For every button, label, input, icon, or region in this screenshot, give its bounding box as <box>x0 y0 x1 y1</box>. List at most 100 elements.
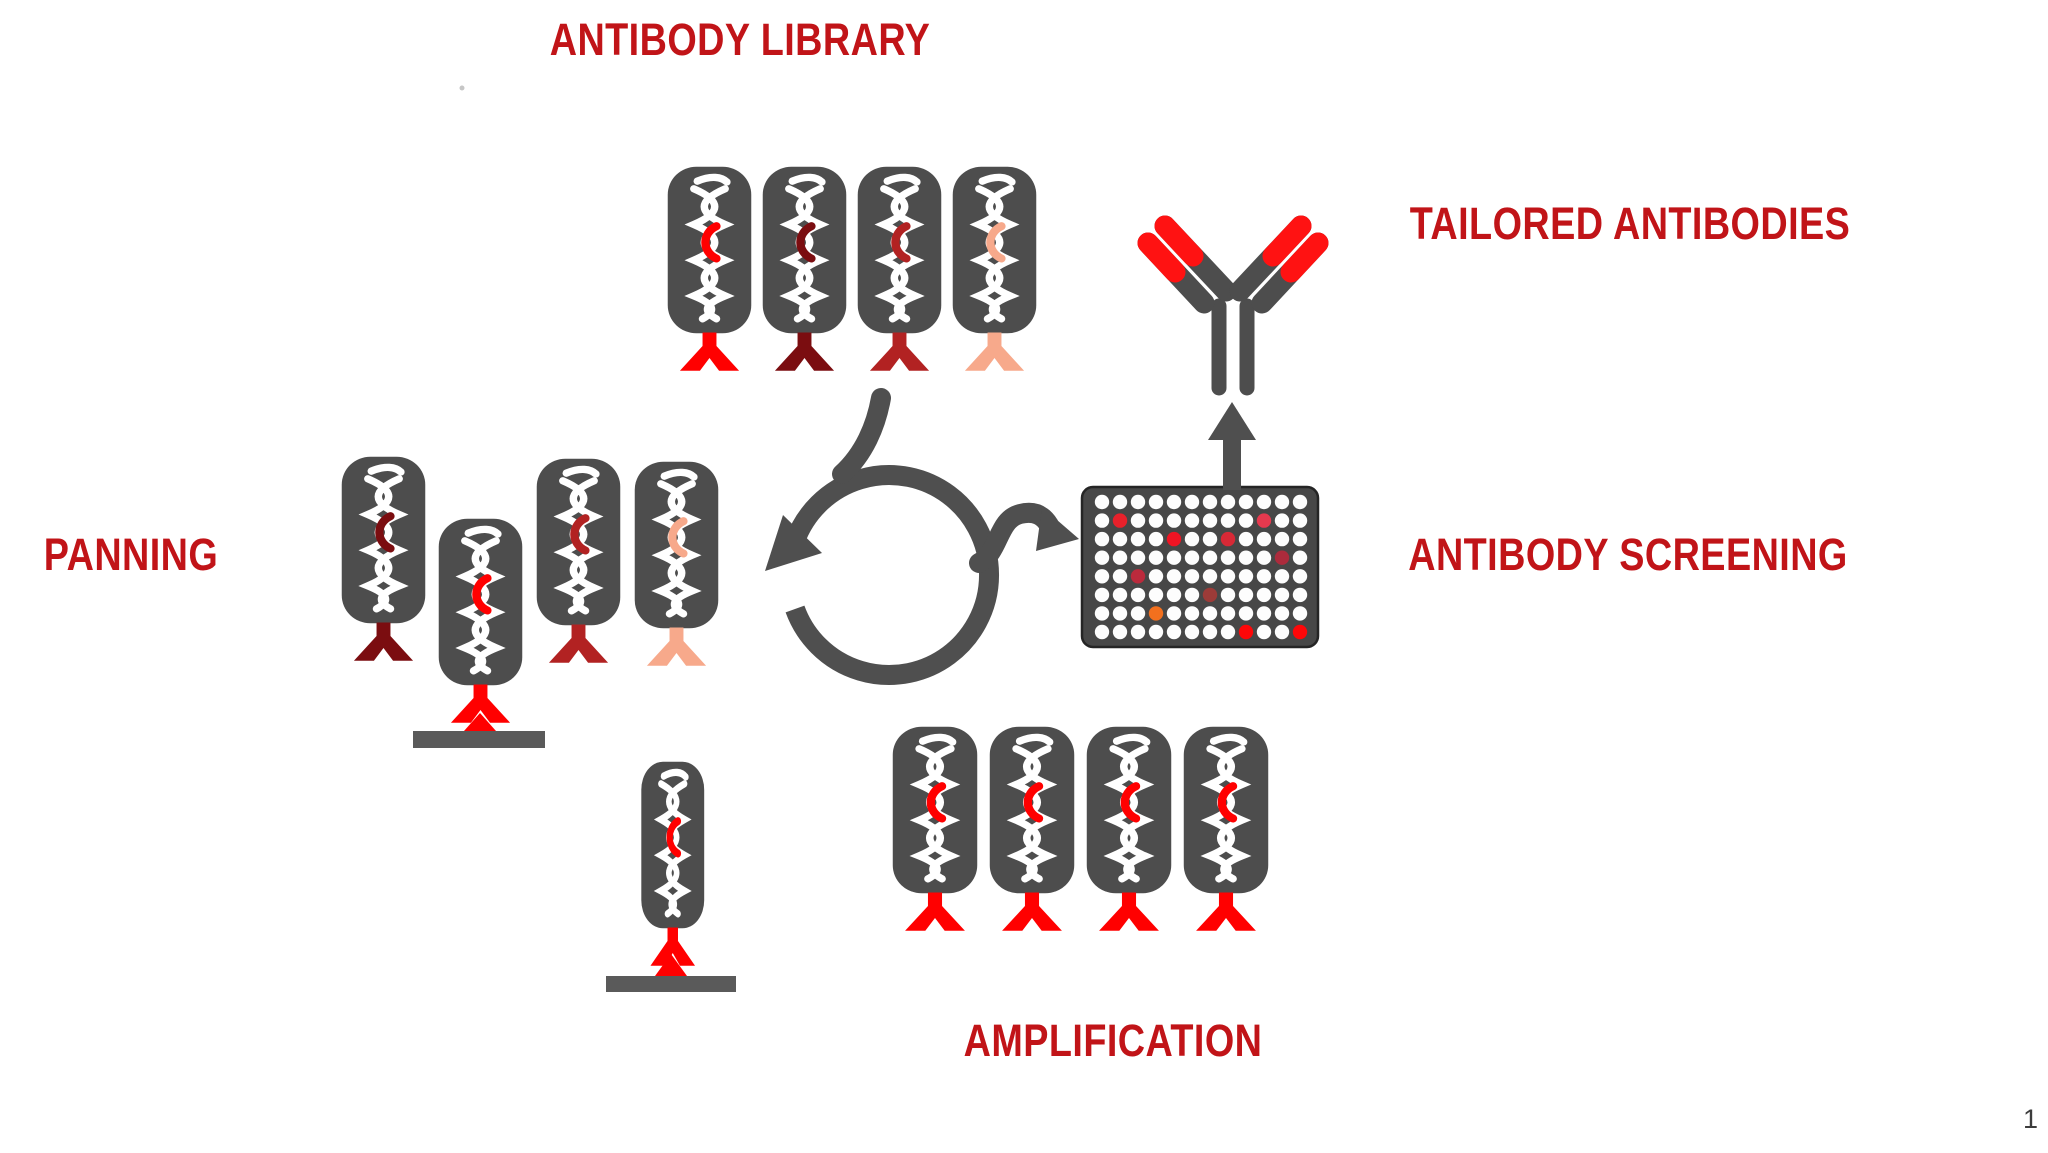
phage-icon <box>634 461 719 666</box>
well <box>1292 513 1308 528</box>
phage-tail-fiber <box>1196 892 1256 931</box>
dna-strand <box>684 185 719 323</box>
well <box>1166 550 1182 565</box>
well <box>1274 531 1290 547</box>
antibody-variable-tip <box>1262 215 1312 267</box>
label-antibody-library: ANTIBODY LIBRARY <box>549 14 931 65</box>
dna-variable-segment <box>472 574 492 615</box>
well <box>1238 569 1254 584</box>
phage-tail-fiber <box>548 624 609 663</box>
well <box>1256 569 1272 584</box>
well-hit <box>1256 513 1272 528</box>
dna-variable-segment <box>1217 782 1238 823</box>
dna-variable-segment <box>1023 782 1044 823</box>
well <box>1238 531 1254 547</box>
phage-tail-fiber <box>679 332 740 371</box>
antigen-icon <box>655 954 687 976</box>
arrow-shaft <box>1223 438 1241 490</box>
antibody-library-group <box>667 166 1037 371</box>
dna-variable-segment <box>666 817 682 858</box>
phage-icon <box>641 761 705 966</box>
well <box>1184 550 1200 565</box>
dna-variable-segment <box>668 517 688 558</box>
phage-icon <box>952 166 1037 371</box>
well <box>1202 569 1218 584</box>
well <box>1274 513 1290 528</box>
dna-strand <box>1103 745 1138 883</box>
label-tailored-antibodies: TAILORED ANTIBODIES <box>1409 198 1851 249</box>
dna-strand <box>562 465 600 478</box>
dna-strand <box>653 780 680 918</box>
dna-variable-segment <box>570 514 590 555</box>
well <box>1256 587 1272 603</box>
well <box>1184 587 1200 603</box>
well <box>1202 531 1218 547</box>
well <box>1094 569 1110 584</box>
well <box>1112 606 1128 621</box>
phage-icon <box>536 458 621 663</box>
well <box>1130 513 1146 528</box>
well <box>1238 587 1254 603</box>
well <box>1292 550 1308 565</box>
antigen-icon <box>464 713 496 731</box>
well-hit <box>1130 569 1146 584</box>
antibody-icon <box>1137 215 1329 396</box>
well <box>1292 606 1308 621</box>
dna-strand <box>455 537 490 675</box>
well <box>1112 550 1128 565</box>
well <box>1220 550 1236 565</box>
well <box>1274 606 1290 621</box>
well <box>1220 513 1236 528</box>
label-panning: PANNING <box>43 529 219 580</box>
dna-strand <box>779 185 814 323</box>
well <box>1130 606 1146 621</box>
well <box>1238 606 1254 621</box>
well <box>1184 624 1200 640</box>
well <box>1274 494 1290 510</box>
arrowhead-to-panning <box>765 515 822 571</box>
dna-variable-segment <box>796 222 816 263</box>
well <box>1238 494 1254 510</box>
dna-strand <box>651 480 686 618</box>
dna-variable-segment <box>701 222 721 263</box>
label-antibody-screening: ANTIBODY SCREENING <box>1408 529 1848 580</box>
well <box>1274 587 1290 603</box>
immobilized-surface <box>413 731 545 748</box>
well <box>1238 550 1254 565</box>
well <box>1112 587 1128 603</box>
phage-icon <box>667 166 752 371</box>
antibody-variable-tip <box>1280 232 1329 283</box>
well-hit <box>1166 531 1182 547</box>
dna-variable-segment <box>986 222 1006 263</box>
well <box>1274 569 1290 584</box>
well <box>1202 513 1218 528</box>
well <box>1094 587 1110 603</box>
well <box>1220 587 1236 603</box>
well <box>1112 494 1128 510</box>
well <box>1220 606 1236 621</box>
well <box>1256 606 1272 621</box>
dna-strand <box>978 173 1016 186</box>
dna-strand <box>367 463 405 476</box>
dna-strand <box>788 173 826 186</box>
phage-tail-fiber <box>964 332 1025 371</box>
well <box>1094 624 1110 640</box>
well <box>1130 587 1146 603</box>
dna-strand <box>883 173 921 186</box>
dna-strand <box>1200 745 1235 883</box>
well-hit <box>1112 513 1128 528</box>
phage-icon <box>892 726 978 931</box>
cycle-arrow-icon <box>765 388 1079 685</box>
well <box>1202 606 1218 621</box>
well <box>1184 569 1200 584</box>
well <box>1238 513 1254 528</box>
cycle-inlet-from-library <box>832 388 891 484</box>
arrow-head <box>1208 402 1256 440</box>
dna-strand <box>464 525 502 538</box>
phage-icon <box>1183 726 1269 931</box>
phage-icon <box>857 166 942 371</box>
immobilized-surface <box>606 976 736 992</box>
well <box>1148 494 1164 510</box>
dna-variable-segment <box>1120 782 1141 823</box>
